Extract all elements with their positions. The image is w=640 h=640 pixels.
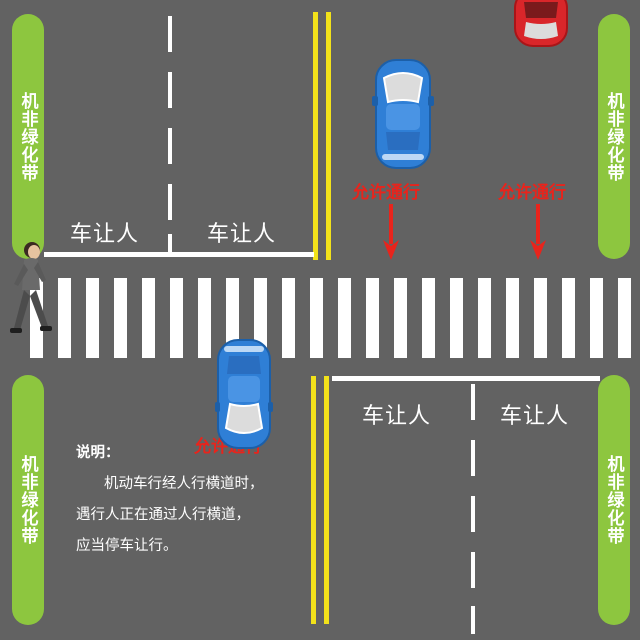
green-belt-label: 机非绿化带 — [603, 91, 624, 182]
crosswalk-stripe — [310, 278, 323, 358]
lane-divider-lower — [471, 440, 475, 476]
crosswalk-stripe — [534, 278, 547, 358]
green-belt-top-right: 机非绿化带 — [598, 14, 630, 259]
lane-divider-upper — [168, 128, 172, 164]
crosswalk-stripe — [450, 278, 463, 358]
crosswalk-stripe — [58, 278, 71, 358]
note-line: 应当停车让行。 — [76, 538, 178, 554]
center-line-top — [326, 12, 331, 260]
red-car — [514, 0, 568, 47]
crosswalk-stripe — [422, 278, 435, 358]
crosswalk-stripe — [254, 278, 267, 358]
green-belt-label: 机非绿化带 — [603, 455, 624, 545]
green-belt-bottom-left: 机非绿化带 — [12, 375, 44, 625]
car-yield-label: 车让人 — [207, 222, 277, 247]
center-line-top — [313, 12, 318, 260]
allow-pass-label: 允许通行 — [352, 183, 420, 203]
lane-divider-lower — [471, 606, 475, 634]
allow-pass-label: 允许通行 — [498, 183, 566, 203]
crosswalk-stripe — [86, 278, 99, 358]
crosswalk-stripe — [506, 278, 519, 358]
crosswalk-stripe — [142, 278, 155, 358]
green-belt-label: 机非绿化带 — [17, 455, 38, 545]
center-line-bottom — [324, 376, 329, 624]
crosswalk-stripe — [338, 278, 351, 358]
lane-divider-upper — [168, 184, 172, 220]
car-yield-label: 车让人 — [362, 404, 432, 429]
stop-line-right — [332, 376, 600, 381]
pedestrian-icon — [10, 242, 52, 333]
crosswalk-stripe — [170, 278, 183, 358]
lane-divider-lower — [471, 496, 475, 532]
crosswalk-stripe — [114, 278, 127, 358]
blue-car-top — [372, 59, 434, 169]
green-belt-label: 机非绿化带 — [17, 91, 38, 182]
stop-line-left — [44, 252, 314, 257]
crosswalk-stripe — [562, 278, 575, 358]
down-arrow-icon — [530, 204, 546, 260]
down-arrow-icon — [383, 204, 399, 260]
car-yield-label: 车让人 — [70, 222, 140, 247]
lane-divider-lower — [471, 552, 475, 588]
lane-divider-upper — [168, 72, 172, 108]
note-line: 机动车行经人行横道时， — [104, 476, 264, 492]
green-belt-top-left: 机非绿化带 — [12, 14, 44, 259]
crosswalk-stripe — [478, 278, 491, 358]
lane-divider-upper — [168, 234, 172, 256]
blue-car-bottom — [215, 339, 273, 449]
lane-divider-lower — [471, 384, 475, 420]
green-belt-bottom-right: 机非绿化带 — [598, 375, 630, 625]
center-line-bottom — [311, 376, 316, 624]
crosswalk-stripe — [198, 278, 211, 358]
crosswalk-stripe — [618, 278, 631, 358]
crosswalk-stripe — [366, 278, 379, 358]
crosswalk-stripe — [282, 278, 295, 358]
crosswalk-stripe — [394, 278, 407, 358]
note-title: 说明： — [76, 445, 120, 461]
crosswalk-stripe — [590, 278, 603, 358]
note-line: 遇行人正在通过人行横道， — [76, 507, 250, 523]
car-yield-label: 车让人 — [500, 404, 570, 429]
explanation-note: 说明： 机动车行经人行横道时， 遇行人正在通过人行横道， 应当停车让行。 — [76, 438, 316, 562]
lane-divider-upper — [168, 16, 172, 52]
crosswalk-stripe — [226, 278, 239, 358]
